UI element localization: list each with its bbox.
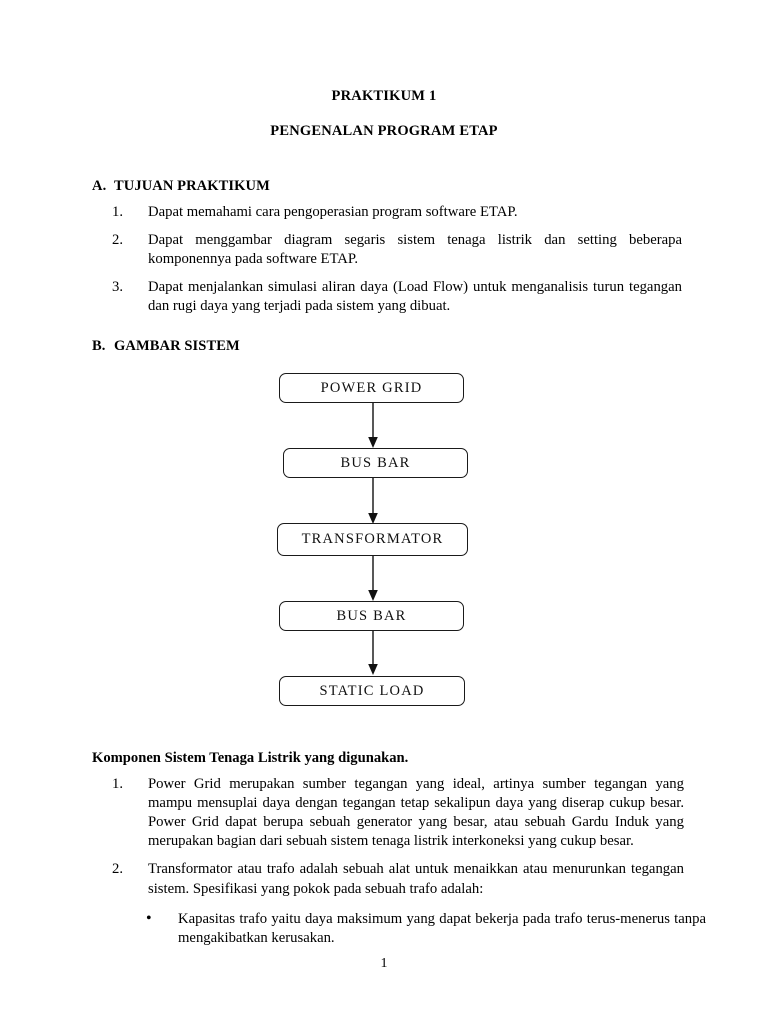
list-item: 2. Dapat menggambar diagram segaris sist… [112, 231, 682, 269]
flow-node-label: BUS BAR [340, 454, 411, 471]
flow-node-label: STATIC LOAD [319, 682, 425, 699]
list-item-text: Transformator atau trafo adalah sebuah a… [148, 861, 684, 897]
document-title: PRAKTIKUM 1 [331, 88, 437, 104]
page-number: 1 [380, 956, 388, 971]
flow-node-label: POWER GRID [320, 379, 423, 396]
list-item-text: Dapat memahami cara pengoperasian progra… [148, 204, 518, 220]
tujuan-praktikum-list: 1. Dapat memahami cara pengoperasian pro… [112, 203, 682, 326]
flow-node-bus-bar-2: BUS BAR [279, 601, 464, 631]
list-item: 1. Power Grid merupakan sumber tegangan … [112, 775, 684, 851]
flow-node-static-load: STATIC LOAD [279, 676, 465, 706]
list-item-text: Dapat menjalankan simulasi aliran daya (… [148, 279, 682, 315]
list-item: • Kapasitas trafo yaitu daya maksimum ya… [142, 910, 706, 948]
section-a-title: TUJUAN PRAKTIKUM [114, 178, 270, 194]
komponen-list: 1. Power Grid merupakan sumber tegangan … [112, 775, 706, 948]
system-diagram: POWER GRID BUS BAR TRANSFORMATOR BUS BAR [0, 365, 768, 715]
bullet-marker: • [146, 909, 152, 927]
section-b-heading: B. GAMBAR SISTEM [92, 338, 240, 355]
list-item-marker: 1. [112, 204, 124, 220]
list-item-marker: 1. [112, 776, 124, 792]
list-item-marker: 3. [112, 279, 124, 296]
section-a-letter: A. [92, 178, 107, 194]
list-item-marker: 2. [112, 232, 124, 249]
komponen-lead-text: Komponen Sistem Tenaga Listrik yang digu… [92, 750, 409, 766]
list-item: 1. Dapat memahami cara pengoperasian pro… [112, 203, 682, 222]
flow-arrow-3 [368, 556, 378, 601]
list-item: 3. Dapat menjalankan simulasi aliran day… [112, 278, 682, 316]
list-item: 2. Transformator atau trafo adalah sebua… [112, 860, 684, 898]
flow-arrow-4 [368, 631, 378, 675]
flow-node-bus-bar-1: BUS BAR [283, 448, 468, 478]
flow-node-transformator: TRANSFORMATOR [277, 523, 468, 556]
flow-arrow-2 [368, 478, 378, 524]
list-item-text: Power Grid merupakan sumber tegangan yan… [148, 776, 684, 850]
list-item-text: Dapat menggambar diagram segaris sistem … [148, 232, 682, 268]
section-b-title: GAMBAR SISTEM [114, 338, 240, 354]
flow-node-label: TRANSFORMATOR [301, 531, 444, 547]
flow-node-power-grid: POWER GRID [279, 373, 464, 403]
flow-node-label: BUS BAR [336, 607, 407, 624]
document-subtitle: PENGENALAN PROGRAM ETAP [270, 123, 498, 139]
section-b-letter: B. [92, 338, 106, 354]
section-a-heading: A. TUJUAN PRAKTIKUM [92, 178, 270, 195]
list-item-marker: 2. [112, 861, 124, 878]
flow-arrow-1 [368, 403, 378, 448]
list-item-text: Kapasitas trafo yaitu daya maksimum yang… [178, 910, 706, 946]
